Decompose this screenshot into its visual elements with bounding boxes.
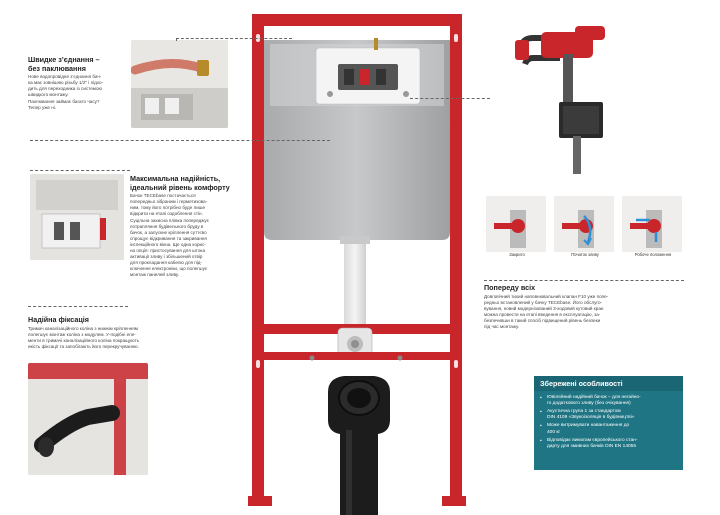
- preserved-features-box: Збережені особливості Ювілейний надійний…: [534, 376, 683, 470]
- fixation-photo: [28, 363, 148, 475]
- flush-pipe: [344, 236, 366, 336]
- reliability-block: Максимальна надійність, ідеальний рівень…: [130, 174, 238, 279]
- fixation-heading: Надійна фіксація: [28, 315, 89, 324]
- foresight-heading: Попереду всіх: [484, 283, 536, 292]
- leader-line-fixation: [28, 306, 128, 307]
- feature-item: Відповідає вимогам європейського стан- д…: [540, 438, 677, 451]
- valve-state-working-label: Робоче положення: [634, 252, 672, 257]
- foresight-text: Довговічний тихий наповнювальний клапан …: [484, 293, 609, 330]
- leader-line-foresight: [484, 280, 684, 281]
- drain-pipe: [340, 430, 378, 515]
- fixation-block: Надійна фіксація Тримач каналізаційного …: [28, 315, 198, 350]
- frame-top-bar: [252, 14, 462, 26]
- valve-state-closed: Закрито: [486, 196, 548, 266]
- quick-connection-heading-line2: без паклювання: [28, 63, 86, 73]
- fixation-text: Тримач каналізаційного коліна з нижнім к…: [28, 325, 139, 349]
- reliability-heading-line1: Максимальна надійність,: [130, 174, 221, 183]
- valve-state-flush-start-label: Початок зливу: [571, 252, 599, 257]
- feature-item: Ювілейний надійний бачок – для негайно- …: [540, 395, 677, 408]
- leader-line-reliability: [30, 140, 330, 141]
- frame-left-post: [252, 14, 264, 506]
- installation-frame-illustration: [248, 14, 466, 515]
- leader-line-quick: [176, 38, 292, 39]
- reliability-photo: [30, 174, 124, 260]
- preserved-features-title: Збережені особливості: [540, 379, 623, 388]
- feature-item: Акустична група 1 за стандартом DIN 4109…: [540, 409, 677, 422]
- quick-connection-block: Швидке з’єднання – без паклювання Нове в…: [28, 55, 132, 111]
- valve-state-working: Робоче положення: [622, 196, 684, 266]
- frame-right-post: [450, 14, 462, 506]
- leader-line-reliability-2: [30, 170, 130, 171]
- reliability-text: Бачок TECEbase постачається попередньо з…: [130, 193, 210, 278]
- quick-connection-photo: [131, 40, 228, 128]
- leader-line-quick-v: [176, 38, 177, 41]
- quick-connection-heading-line1: Швидке з’єднання –: [28, 55, 100, 64]
- reliability-heading-line2: ідеальний рівень комфорту: [130, 182, 230, 192]
- foresight-block: Попереду всіх Довговічний тихий наповнюв…: [484, 283, 694, 330]
- leader-line-valve: [410, 98, 490, 99]
- feature-item: Може витримувати навантаження до 400 кг: [540, 423, 677, 436]
- valve-state-flush-start: Початок зливу: [554, 196, 616, 266]
- fill-valve-illustration: [515, 26, 605, 174]
- frame-lower-bar: [264, 352, 450, 360]
- quick-connection-text: Нове водопровідне з’єднання бач- ка має …: [28, 74, 104, 110]
- preserved-features-list: Ювілейний надійний бачок – для негайно- …: [534, 391, 683, 456]
- valve-state-closed-label: Закрито: [509, 252, 525, 257]
